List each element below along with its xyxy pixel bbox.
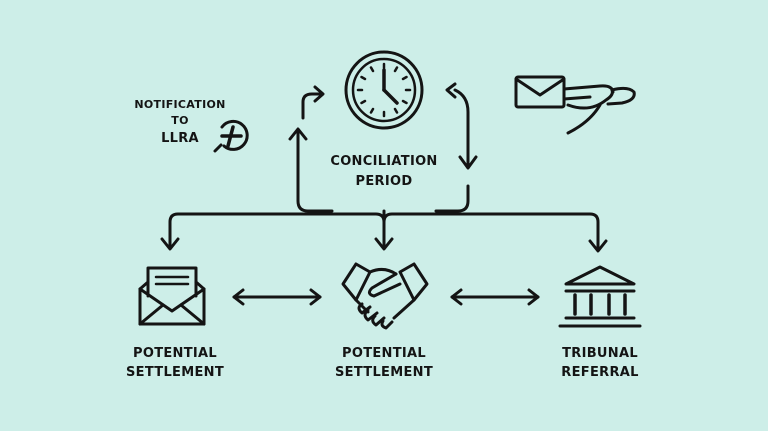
loop-arrow-right [434,82,478,213]
outcome-label-center: POTENTIAL SETTLEMENT [304,344,464,382]
outcome-center-line-1: POTENTIAL [342,346,426,361]
courthouse-icon [558,265,642,328]
outcome-right-line-1: TRIBUNAL [562,346,638,361]
outcome-center-line-2: SETTLEMENT [334,365,433,380]
conciliation-label: CONCILIATION PERIOD [304,152,464,192]
outcome-label-right: TRIBUNAL REFERRAL [520,344,680,382]
outcome-label-left: POTENTIAL SETTLEMENT [95,344,255,382]
notification-label: NOTIFICATION TO LLRA [120,97,240,149]
clock-icon [344,50,424,130]
hand-holding-envelope-icon [514,75,636,135]
outcome-left-line-2: SETTLEMENT [125,365,224,380]
notification-line-3: LLRA [161,131,199,146]
conciliation-line-2: PERIOD [355,174,413,189]
double-arrow-left [232,288,322,306]
conciliation-line-1: CONCILIATION [330,154,438,169]
outcome-left-line-1: POTENTIAL [133,346,217,361]
notification-line-1: NOTIFICATION [134,98,226,111]
handshake-icon [341,262,429,330]
double-arrow-right [450,288,540,306]
branch-connector [160,209,608,253]
add-circle-icon [213,119,249,153]
notification-line-2: TO [171,114,189,127]
envelope-letter-icon [138,266,206,326]
loop-arrow-left [288,85,334,213]
outcome-right-line-2: REFERRAL [561,365,639,380]
